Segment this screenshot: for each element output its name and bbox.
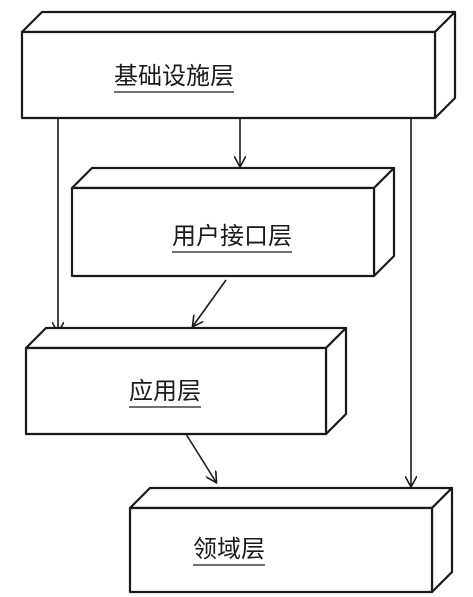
arrow-application-to-domain [185, 433, 216, 482]
box-front-face [20, 30, 437, 120]
layer-label-application: 应用层 [129, 377, 201, 405]
dependency-arrows [58, 118, 411, 486]
arrow-user-interface-to-application [193, 279, 227, 326]
layer-label-infrastructure: 基础设施层 [114, 62, 234, 90]
box-top-face [128, 486, 454, 510]
box-front-face [24, 346, 328, 436]
layer-box-infrastructure: 基础设施层 [20, 10, 457, 120]
box-top-face [20, 10, 457, 34]
box-top-face [24, 326, 348, 350]
layer-label-user-interface: 用户接口层 [172, 222, 292, 250]
box-front-face [70, 186, 376, 278]
box-side-face [433, 10, 457, 120]
box-top-face [70, 166, 396, 190]
layer-box-user-interface: 用户接口层 [70, 166, 396, 278]
layer-box-application: 应用层 [24, 326, 348, 436]
box-side-face [324, 326, 348, 436]
layer-label-domain: 领域层 [193, 535, 265, 563]
box-side-face [430, 486, 454, 594]
box-side-face [372, 166, 396, 278]
box-front-face [128, 506, 434, 594]
layer-box-domain: 领域层 [128, 486, 454, 594]
